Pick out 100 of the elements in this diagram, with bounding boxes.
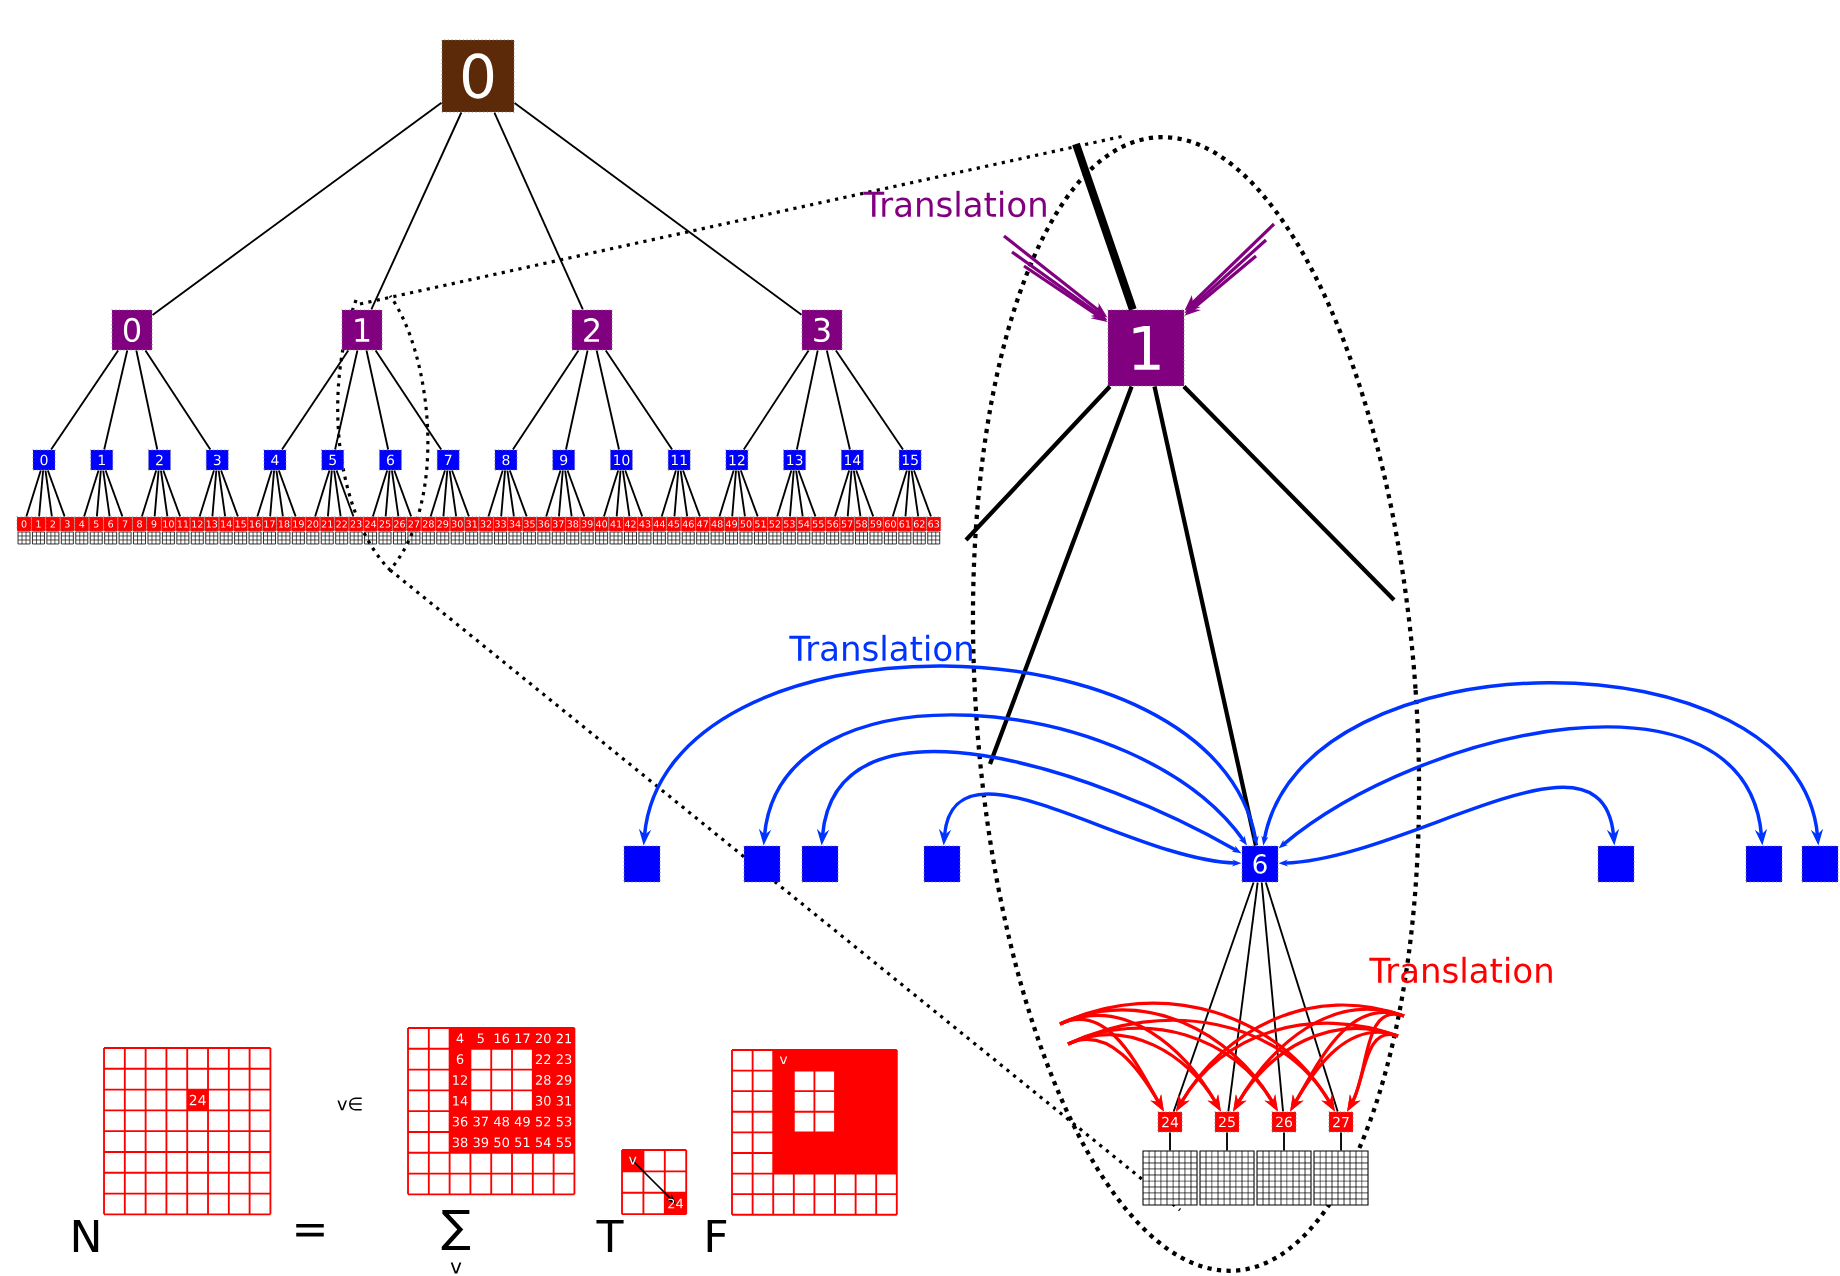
connector	[1172, 881, 1255, 1113]
grid-box	[1199, 1150, 1255, 1206]
connector	[739, 469, 759, 518]
connector	[365, 349, 390, 451]
connector	[621, 469, 631, 518]
connector	[564, 469, 573, 518]
connector	[1152, 386, 1258, 846]
connector	[46, 469, 66, 518]
connector	[391, 469, 400, 518]
connector	[314, 469, 331, 518]
connector	[660, 469, 677, 518]
connector	[1227, 881, 1259, 1113]
connector	[38, 469, 45, 518]
connector	[825, 349, 851, 451]
connector	[487, 469, 504, 518]
connector	[393, 469, 413, 518]
connector	[104, 469, 124, 518]
formula-symbol: F	[707, 1219, 727, 1252]
connector	[1264, 881, 1339, 1113]
connector	[83, 469, 100, 518]
connector	[135, 349, 159, 451]
connector	[442, 469, 449, 518]
connector	[384, 469, 391, 518]
connector	[1283, 1131, 1285, 1152]
formula-symbol: T	[596, 1219, 624, 1252]
connector	[731, 469, 737, 518]
connector	[913, 469, 932, 518]
connector	[370, 111, 463, 311]
connector	[718, 469, 735, 518]
connector	[795, 349, 819, 451]
square-node	[801, 845, 839, 883]
connector	[162, 469, 182, 518]
square-node	[623, 845, 661, 883]
connector	[891, 469, 908, 518]
connector	[904, 469, 911, 518]
connector	[846, 469, 853, 518]
connector	[95, 469, 102, 518]
connector	[737, 469, 746, 518]
formula-symbol: N	[73, 1219, 99, 1252]
tree-node: 1	[1107, 309, 1185, 387]
connector	[604, 349, 674, 451]
connector	[220, 469, 239, 518]
connector	[852, 469, 862, 518]
connector	[795, 469, 804, 518]
connector	[1226, 1131, 1228, 1152]
square-node	[1597, 845, 1635, 883]
connector	[910, 469, 920, 518]
connector	[256, 469, 273, 518]
connector	[988, 385, 1134, 765]
formula-symbol: ∑	[441, 1209, 470, 1250]
annotation-label: Translation	[863, 190, 1046, 218]
connector	[566, 469, 586, 518]
connector	[372, 469, 389, 518]
connector	[835, 349, 904, 451]
formula-symbol: v∈	[337, 1097, 362, 1111]
connector	[269, 469, 275, 518]
connector	[217, 469, 227, 518]
grid-box	[1142, 1150, 1198, 1206]
formula-symbol: =	[296, 1223, 324, 1237]
connector	[789, 469, 795, 518]
tree-node: 2	[571, 309, 613, 351]
connector	[25, 469, 42, 518]
tree-node: 3	[801, 309, 843, 351]
connector	[558, 469, 564, 518]
grid-box	[1313, 1150, 1369, 1206]
square-node	[1801, 845, 1839, 883]
connector	[682, 469, 701, 518]
connector	[334, 349, 359, 451]
connector	[50, 349, 120, 451]
connector	[624, 469, 644, 518]
connector	[673, 469, 680, 518]
connector	[1169, 1131, 1171, 1152]
connector	[335, 469, 355, 518]
connector	[855, 469, 875, 518]
connector	[429, 469, 446, 518]
connector	[742, 349, 810, 451]
connector	[500, 469, 506, 518]
connector	[448, 469, 458, 518]
connector	[603, 469, 620, 518]
connector	[326, 469, 333, 518]
annotation-label: Translation	[789, 634, 972, 662]
connector	[102, 469, 111, 518]
connector	[513, 102, 803, 316]
square-node: 6	[1241, 845, 1279, 883]
connector	[1260, 881, 1284, 1113]
tree-node: 1	[341, 309, 383, 351]
connector	[834, 469, 851, 518]
connector	[374, 349, 443, 451]
connector	[493, 111, 584, 311]
grid-box	[1256, 1150, 1312, 1206]
square-node	[743, 845, 781, 883]
connector	[508, 469, 528, 518]
tree-node: 0	[111, 309, 153, 351]
connector	[281, 349, 350, 451]
connector	[103, 349, 129, 451]
connector	[211, 469, 218, 518]
connector	[198, 469, 215, 518]
connector	[451, 469, 470, 518]
connector	[333, 469, 342, 518]
connector	[1072, 142, 1137, 311]
